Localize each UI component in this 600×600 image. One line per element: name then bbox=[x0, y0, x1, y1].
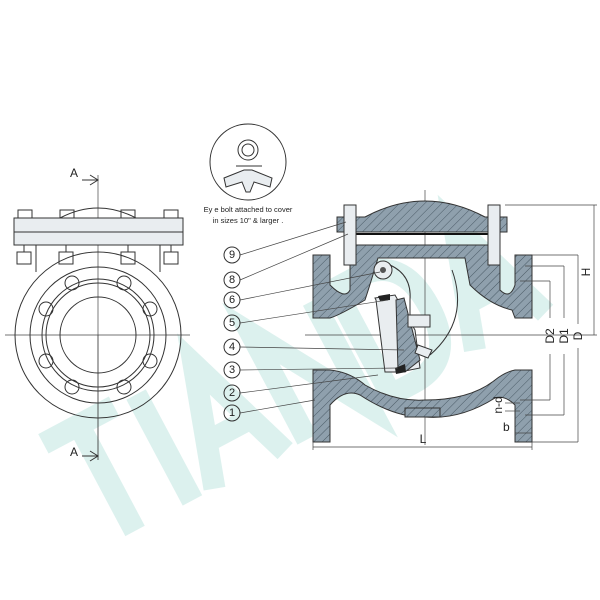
callout-5: 5 bbox=[223, 299, 389, 332]
eye-bolt-detail: Ey e bolt attached to cover in sizes 10"… bbox=[204, 123, 293, 225]
section-mark-bottom: A bbox=[70, 445, 99, 462]
callout-number: 2 bbox=[229, 387, 235, 399]
callout-number: 8 bbox=[229, 274, 235, 286]
callout-number: 3 bbox=[229, 364, 235, 376]
callout-2: 2 bbox=[223, 374, 379, 402]
callout-9: 9 bbox=[223, 221, 347, 264]
callout-4: 4 bbox=[223, 338, 405, 356]
valve-body-lower bbox=[312, 369, 533, 443]
dim-d2-label: D2 bbox=[543, 328, 557, 344]
disc-nut bbox=[407, 314, 431, 328]
callouts: 9 8 6 5 4 3 2 1 bbox=[223, 221, 405, 422]
callout-6: 6 bbox=[223, 271, 381, 309]
dim-nd-label: n-d bbox=[491, 396, 505, 413]
dim-h-label: H bbox=[579, 268, 593, 277]
callout-number: 9 bbox=[229, 249, 235, 261]
arrow-icon bbox=[82, 174, 99, 186]
valve-body-upper bbox=[312, 244, 533, 319]
callout-number: 4 bbox=[229, 341, 235, 353]
callout-number: 5 bbox=[229, 317, 235, 329]
section-label-bottom: A bbox=[70, 445, 78, 459]
body-boss bbox=[404, 407, 441, 418]
note-line-1: Ey e bolt attached to cover bbox=[204, 205, 293, 214]
callout-1: 1 bbox=[223, 399, 316, 422]
flange-bolt-holes bbox=[38, 275, 158, 395]
callout-3: 3 bbox=[223, 361, 399, 379]
dim-l-label: L bbox=[420, 432, 427, 446]
cover-dome bbox=[59, 207, 137, 219]
callout-number: 6 bbox=[229, 294, 235, 306]
cover-bolts bbox=[343, 204, 501, 266]
dim-d-label: D bbox=[571, 331, 585, 340]
dim-d1-label: D1 bbox=[557, 328, 571, 344]
callout-8: 8 bbox=[223, 233, 349, 289]
section-mark-top: A bbox=[70, 166, 99, 186]
dim-b-label: b bbox=[503, 420, 510, 434]
cover bbox=[336, 200, 508, 233]
note-line-2: in sizes 10" & larger . bbox=[213, 216, 284, 225]
arrow-icon bbox=[82, 450, 99, 462]
section-label-top: A bbox=[70, 166, 78, 180]
disc bbox=[395, 297, 421, 373]
cover-bolts bbox=[16, 209, 179, 265]
callout-number: 1 bbox=[229, 407, 235, 419]
end-view: A A bbox=[5, 166, 190, 462]
dimensions: H D2 D1 D L b n-d bbox=[312, 204, 597, 450]
disc-swing-arc bbox=[429, 269, 459, 356]
section-view bbox=[305, 190, 540, 445]
